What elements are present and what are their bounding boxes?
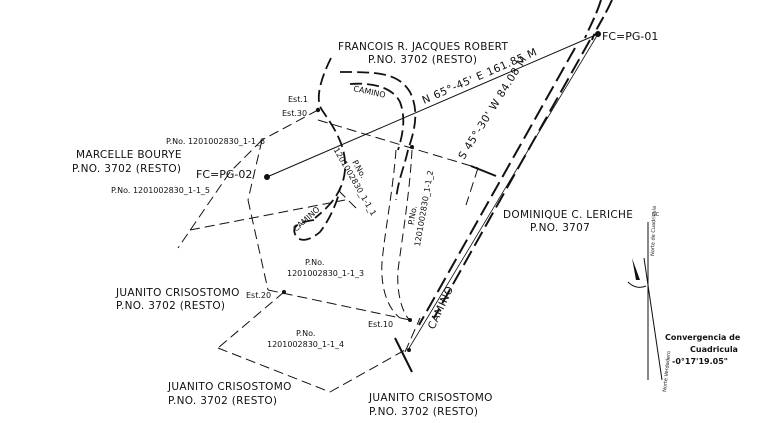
convergence-title-2: Cuadricula bbox=[690, 345, 738, 354]
north-arrow-icon bbox=[632, 258, 640, 280]
station-est-20: Est.20 bbox=[246, 291, 271, 300]
grid-north-line bbox=[643, 257, 663, 381]
camino-top-label: CAMINO bbox=[353, 84, 387, 100]
lot-3-number: 1201002830_1-1_3 bbox=[287, 269, 364, 278]
road-cross-line bbox=[470, 165, 497, 177]
owner-juanito-3-parcel: P.NO. 3702 (RESTO) bbox=[369, 406, 478, 418]
camino-loop bbox=[293, 57, 417, 241]
owner-juanito-2-parcel: P.NO. 3702 (RESTO) bbox=[168, 395, 277, 407]
lot-2-prefix: P.No. bbox=[407, 205, 419, 226]
camino-road-top bbox=[584, 0, 613, 41]
owner-dominique-name: DOMINIQUE C. LERICHE bbox=[503, 209, 633, 221]
camino-loop-lower bbox=[381, 149, 413, 321]
true-north-label: Norte Verdadero bbox=[662, 351, 672, 392]
station-est-10: Est.10 bbox=[368, 320, 393, 329]
owner-marcelle-name: MARCELLE BOURYE bbox=[76, 149, 182, 161]
parcel-boundaries bbox=[177, 109, 479, 393]
owner-juanito-3-name: JUANITO CRISOSTOMO bbox=[368, 392, 493, 404]
lot-3-prefix: P.No. bbox=[305, 258, 324, 267]
lot-4-number: 1201002830_1-1_4 bbox=[267, 340, 344, 349]
camino-road-main bbox=[418, 39, 591, 326]
convergence-title-1: Convergencia de bbox=[665, 333, 741, 342]
bearing-line-1 bbox=[266, 33, 599, 178]
lot-4-prefix: P.No. bbox=[296, 329, 315, 338]
convergence-value: -0°17'19.05" bbox=[672, 357, 728, 366]
station-est-1: Est.1 bbox=[288, 95, 308, 104]
camino-main-label: CAMINO bbox=[426, 284, 456, 331]
owner-francois-name: FRANCOIS R. JACQUES ROBERT bbox=[338, 41, 508, 53]
fc-pg-02-label: FC=PG-02 bbox=[196, 168, 252, 181]
owner-francois-parcel: P.NO. 3702 (RESTO) bbox=[368, 54, 477, 66]
camino-end-line bbox=[394, 337, 413, 373]
north-label: NC bbox=[652, 212, 660, 218]
lot-6-label: P.No. 1201002830_1-1_6 bbox=[166, 137, 265, 146]
grid-north-label: Norte de Cuadricula bbox=[650, 206, 658, 256]
station-markers bbox=[264, 31, 601, 352]
owner-juanito-1-name: JUANITO CRISOSTOMO bbox=[115, 287, 240, 299]
grid-convergence-symbol: NC Norte de Cuadricula Norte Verdadero C… bbox=[627, 206, 741, 392]
bearing-line-2 bbox=[407, 33, 599, 351]
owner-juanito-2-name: JUANITO CRISOSTOMO bbox=[167, 381, 292, 393]
owner-marcelle-parcel: P.NO. 3702 (RESTO) bbox=[72, 163, 181, 175]
lot-2-label: P.No. 1201002830_1-1_2 bbox=[407, 170, 436, 247]
station-est-30: Est.30 bbox=[282, 109, 307, 118]
owner-dominique-parcel: P.NO. 3707 bbox=[530, 222, 590, 234]
lot-1-label: P.No. 1201002830_1-1_1 bbox=[332, 146, 378, 217]
owner-juanito-1-parcel: P.NO. 3702 (RESTO) bbox=[116, 300, 225, 312]
fc-pg-01-label: FC=PG-01 bbox=[602, 30, 658, 43]
lot-5-label: P.No. 1201002830_1-1_5 bbox=[111, 186, 210, 195]
convergence-arc bbox=[627, 281, 647, 288]
